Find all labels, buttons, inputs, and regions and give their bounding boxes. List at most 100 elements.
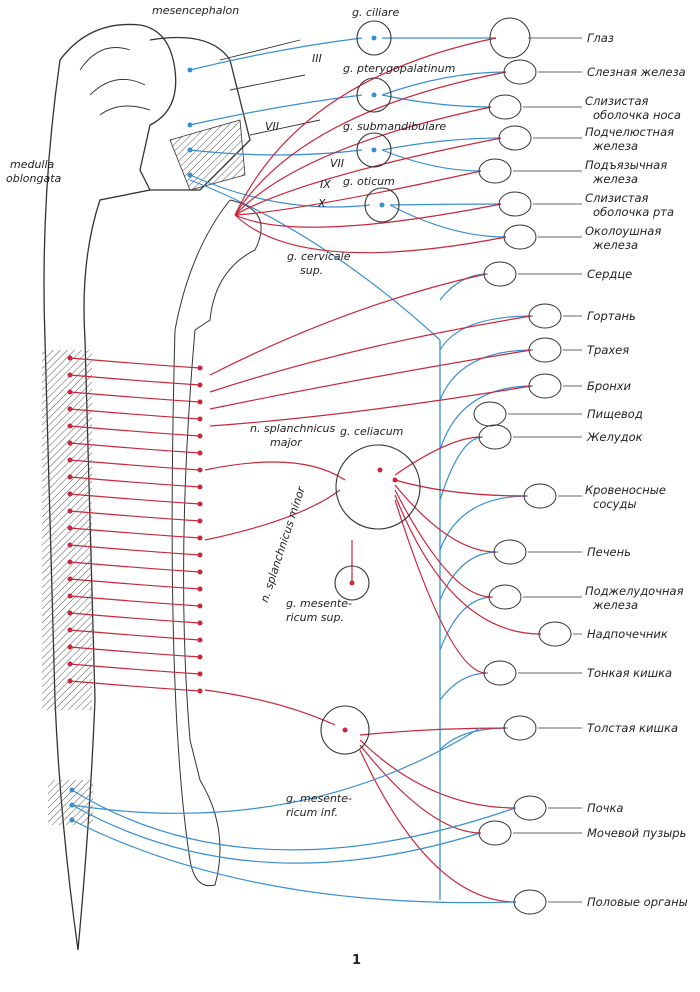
neuron-body — [392, 477, 398, 483]
vagus-branch — [439, 315, 534, 351]
parasympathetic-preganglionic-fiber — [189, 37, 363, 71]
celiac-branch — [394, 494, 542, 635]
organ-sketch — [523, 483, 557, 509]
organ-sketch — [488, 584, 522, 610]
vagus-branch — [439, 385, 534, 451]
label-nerve-VII-b: VII — [330, 157, 345, 170]
organ-sketch — [503, 224, 537, 250]
ganglion-celiacum — [335, 444, 421, 530]
neuron-body — [187, 122, 193, 128]
sympathetic-preganglionic-fiber — [69, 544, 201, 556]
sympathetic-thoracic-branch — [209, 349, 532, 410]
label-g-oticum: g. oticum — [343, 175, 395, 188]
ganglion-mesentericum-sup — [334, 565, 370, 601]
organ-label-line1: Сердце — [587, 267, 633, 281]
organ-sketch — [528, 337, 562, 363]
organ-label-line1: Половые органы — [587, 895, 688, 909]
ganglion-pterygopalatinum — [356, 77, 392, 113]
organ-label-line2: железа — [593, 172, 639, 186]
vagus-branch — [439, 551, 499, 601]
organ-label-line2: оболочка носа — [593, 108, 681, 122]
sympathetic-postganglionic-fiber — [234, 106, 492, 216]
label-g-celiacum: g. celiacum — [340, 425, 404, 438]
sacral-parasympathetic-fiber — [71, 819, 516, 904]
vagus-branch — [439, 596, 494, 651]
neuron-body — [197, 569, 203, 575]
sympathetic-postganglionic-fiber — [234, 71, 507, 216]
sympathetic-thoracic-branch — [209, 315, 532, 393]
organ-label-line1: Глаз — [587, 31, 614, 45]
sympathetic-preganglionic-fiber — [69, 561, 201, 573]
neuron-body — [197, 688, 203, 694]
organ-sketch — [528, 303, 562, 329]
organ-label-line1: Тонкая кишка — [587, 666, 673, 680]
parasympathetic-preganglionic-fiber — [189, 149, 363, 156]
organ-label-line1: Печень — [587, 545, 631, 559]
ganglion-ciliare — [356, 20, 392, 56]
organ-label-line1: Околоушная — [585, 224, 662, 238]
neuron-body — [377, 467, 383, 473]
sympathetic-preganglionic-fiber — [69, 391, 201, 403]
label-g-mesentericum-sup-2: ricum sup. — [286, 611, 344, 624]
organ-label-line2: железа — [593, 598, 639, 612]
label-g-submandibulare: g. submandibulare — [343, 120, 447, 133]
organ-label-line1: Слизистая — [585, 94, 649, 108]
organ-label-line1: Надпочечник — [587, 627, 668, 641]
organ-sketch — [513, 795, 547, 821]
sympathetic-postganglionic-fiber — [234, 170, 482, 216]
organ-sketch — [478, 820, 512, 846]
neuron-body — [197, 637, 203, 643]
organ-label: Гортань — [587, 309, 636, 323]
sympathetic-preganglionic-fiber — [69, 629, 201, 641]
neuron-body — [371, 147, 377, 153]
organ-sketch — [478, 158, 512, 184]
sympathetic-preganglionic-fiber — [69, 374, 201, 386]
label-nerve-VII-a: VII — [265, 120, 280, 133]
ganglion-oticum — [364, 187, 400, 223]
label-oblongata: oblongata — [6, 172, 62, 185]
organ-label: Половые органы — [587, 895, 688, 909]
sympathetic-preganglionic-fiber — [69, 646, 201, 658]
sympathetic-postganglionic-fiber — [234, 37, 497, 216]
organ-label-line1: Поджелудочная — [585, 584, 684, 598]
vagus-branch — [439, 495, 529, 551]
organ-sketch — [483, 660, 517, 686]
organ-sketch — [478, 424, 512, 450]
sympathetic-thoracic-branch — [209, 273, 487, 376]
organ-label: Бронхи — [587, 379, 631, 393]
organ-label: Слезная железа — [587, 65, 686, 79]
organ-label-line2: сосуды — [593, 497, 637, 511]
sacral-parasympathetic-fiber — [71, 804, 481, 864]
neuron-body — [197, 586, 203, 592]
organ-label-line1: Слизистая — [585, 191, 649, 205]
sympathetic-preganglionic-fiber — [69, 612, 201, 624]
organ-label-line1: Гортань — [587, 309, 636, 323]
organ-sketch — [483, 261, 517, 287]
organ-label-line1: Трахея — [587, 343, 630, 357]
organ-label: Сердце — [587, 267, 632, 281]
neuron-body — [197, 552, 203, 558]
organ-sketch — [503, 59, 537, 85]
label-n-splanchnicus-major: n. splanchnicus — [250, 422, 336, 435]
organ-label-line1: Почка — [587, 801, 624, 815]
celiac-branch — [394, 484, 497, 553]
organ-label-line1: Бронхи — [587, 379, 632, 393]
organ-sketch — [488, 94, 522, 120]
mesenteric-inf-branch — [359, 749, 517, 903]
sympathetic-postganglionic-fiber — [234, 137, 502, 216]
neuron-body — [187, 172, 193, 178]
organ-label-line1: Пищевод — [587, 407, 643, 421]
organ-label-line1: Толстая кишка — [587, 721, 678, 735]
parasympathetic-postganglionic-fiber — [389, 204, 507, 238]
sympathetic-preganglionic-fiber — [69, 476, 201, 488]
sympathetic-preganglionic-fiber — [69, 663, 201, 675]
page-number: 1 — [352, 953, 362, 968]
sympathetic-postganglionic-fiber — [234, 214, 507, 254]
organ-label-line1: Подъязычная — [585, 158, 668, 172]
